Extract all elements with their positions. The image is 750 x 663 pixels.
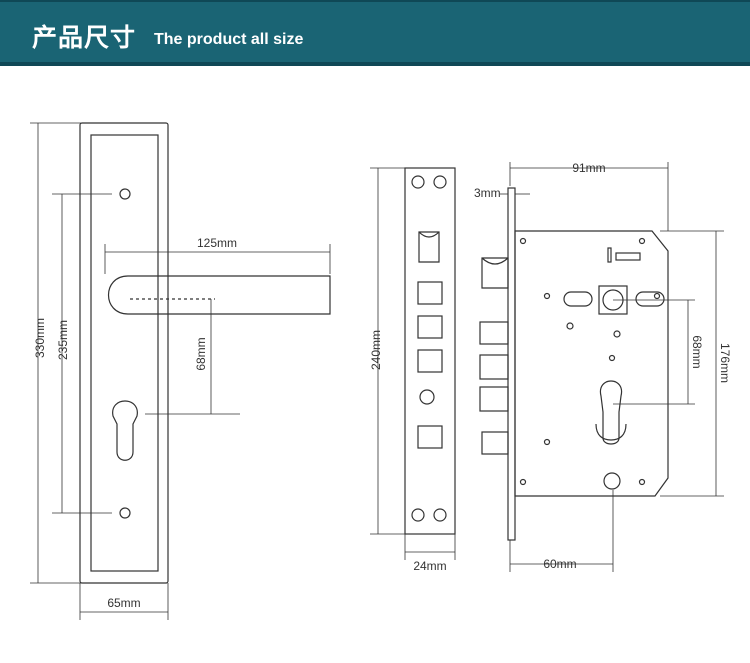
header-banner: 产品尺寸 The product all size (0, 0, 750, 66)
lock-bolts (479, 257, 509, 455)
label-faceplate-width: 24mm (413, 559, 446, 573)
label-plate-height: 330mm (33, 318, 47, 358)
lock-internals (519, 237, 665, 490)
lock-faceplate-edge (507, 187, 516, 541)
cylinder-keyhole (112, 400, 138, 461)
label-plate-width: 65mm (107, 596, 140, 610)
label-case-width: 91mm (572, 161, 605, 175)
handle-plate (79, 122, 169, 584)
lever-handle (107, 275, 331, 315)
lock-case (514, 230, 669, 497)
faceplate-dimension-lines (370, 167, 456, 560)
bottom-screw-hole (119, 507, 131, 519)
lock-dimension-lines (500, 162, 724, 572)
label-hole-spacing: 235mm (56, 320, 70, 360)
top-screw-hole (119, 188, 131, 200)
title-english: The product all size (154, 31, 304, 48)
label-case-height: 176mm (718, 343, 732, 383)
label-backset: 60mm (543, 557, 576, 571)
label-faceplate-thickness: 3mm (474, 186, 501, 200)
label-faceplate-height: 240mm (369, 330, 383, 370)
label-handle-to-cylinder: 68mm (194, 337, 208, 370)
title-chinese: 产品尺寸 (32, 23, 137, 52)
plate-dimension-lines (30, 122, 331, 620)
label-handle-length: 125mm (197, 236, 237, 250)
faceplate (404, 167, 456, 535)
label-case-center-distance: 68mm (690, 335, 704, 368)
